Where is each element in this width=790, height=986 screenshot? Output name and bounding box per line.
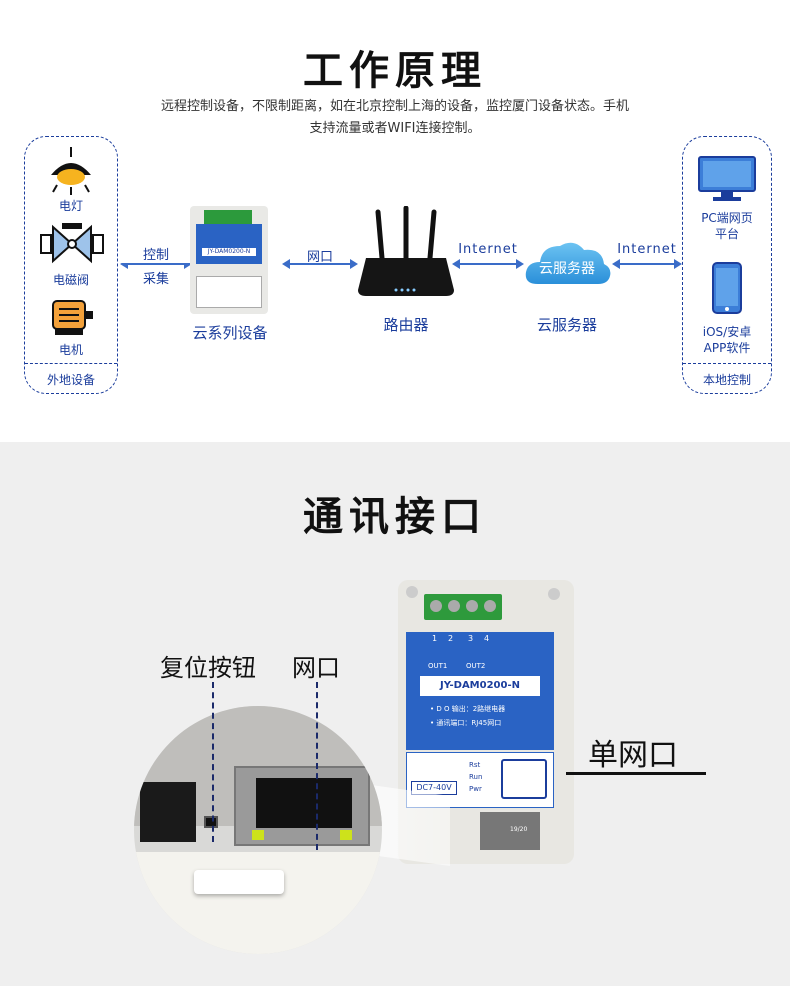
- device-label-panel: JY-DAM0200-N: [196, 224, 262, 264]
- reset-leader-line: [212, 682, 214, 842]
- arrow3-label: Internet: [458, 242, 518, 257]
- double-arrow-3: [452, 256, 524, 270]
- cloud-label: 云服务器: [536, 316, 597, 334]
- local-item-label-pc-2: 平台: [714, 227, 739, 241]
- terminal-number: 1: [432, 634, 438, 643]
- reset-button: [204, 816, 218, 828]
- rj45-port-icon: [501, 759, 547, 799]
- single-port-label: 单网口: [588, 738, 678, 773]
- local-item-label-app-2: APP软件: [703, 341, 751, 355]
- cloud-icon: 云服务器: [522, 234, 612, 290]
- device-label: 云系列设备: [192, 324, 268, 342]
- local-control-box: PC端网页 平台 iOS/安卓 APP软件 本地控制: [682, 136, 772, 394]
- terminal-number: 2: [448, 634, 454, 643]
- remote-devices-box: 电灯 电磁阀 电机 外地设备: [24, 136, 118, 394]
- reset-button-label: 复位按钮: [160, 654, 256, 682]
- remote-item-label-motor: 电机: [58, 343, 83, 357]
- divider: [25, 363, 117, 364]
- enclosure-front: [134, 852, 382, 954]
- remote-devices-footer: 外地设备: [46, 373, 95, 387]
- single-port-underline: [566, 772, 706, 775]
- arrow1-label-collect: 采集: [142, 272, 169, 287]
- out-label: OUT2: [466, 662, 486, 670]
- device-bottom-panel: [196, 276, 262, 308]
- cloud-inner-label: 云服务器: [539, 261, 595, 277]
- terminal-number: 3: [468, 634, 474, 643]
- terminal-number: 4: [484, 634, 490, 643]
- mount-hole: [548, 588, 560, 600]
- valve-icon: [39, 221, 105, 267]
- zoom-circle: [134, 706, 382, 954]
- double-arrow-2: [282, 256, 358, 270]
- arrow2-label: 网口: [306, 250, 333, 265]
- phone-icon: [711, 261, 743, 315]
- section-title-working-principle: 工作原理: [303, 48, 487, 94]
- remote-item-label-valve: 电磁阀: [52, 273, 89, 287]
- out-label: OUT1: [428, 662, 448, 670]
- led-label-rst: Rst: [469, 761, 481, 769]
- section-title-communication: 通讯接口: [303, 494, 487, 540]
- ethernet-jack: [234, 766, 370, 846]
- terminal-block: [204, 210, 252, 224]
- communication-interface-section: 通讯接口 1 2 3 4 OUT1 OUT2 JY-DAM0200-N • D …: [0, 442, 790, 986]
- working-principle-section: 工作原理 远程控制设备，不限制距离，如在北京控制上海的设备，监控厦门设备状态。手…: [0, 0, 790, 442]
- device-blue-panel: 1 2 3 4 OUT1 OUT2 JY-DAM0200-N • D O 输出：…: [406, 632, 554, 750]
- local-control-footer: 本地控制: [702, 373, 751, 387]
- device-model-badge: JY-DAM0200-N: [420, 676, 540, 696]
- router-label: 路由器: [383, 316, 429, 334]
- lamp-icon: [45, 147, 97, 197]
- device-spec-1: • D O 输出：2路继电器: [430, 705, 506, 713]
- mount-hole: [406, 586, 418, 598]
- description-line-2: 支持流量或者WIFI连接控制。: [309, 121, 481, 136]
- cloud-device-image: JY-DAM0200-N: [190, 206, 268, 314]
- led-label-pwr: Pwr: [469, 785, 482, 793]
- dc-jack: [140, 782, 196, 842]
- double-arrow-4: [612, 256, 682, 270]
- router-icon: [356, 205, 456, 298]
- motor-icon: [49, 297, 95, 339]
- arrow4-label: Internet: [617, 242, 677, 257]
- terminal-block: [424, 594, 502, 620]
- monitor-icon: [697, 155, 757, 203]
- device-model-text: JY-DAM0200-N: [202, 248, 256, 256]
- local-item-label-app-1: iOS/安卓: [702, 325, 752, 339]
- led-label-run: Run: [469, 773, 483, 781]
- rj45-port: 19/20: [480, 812, 540, 850]
- local-item-label-pc-1: PC端网页: [701, 211, 753, 225]
- arrow1-label-control: 控制: [120, 244, 192, 263]
- port-small-text: 19/20: [510, 826, 528, 833]
- ethernet-leader-line: [316, 682, 318, 850]
- divider: [683, 363, 771, 364]
- remote-item-label-lamp: 电灯: [58, 199, 83, 213]
- clip-tab: [194, 870, 284, 894]
- device-spec-2: • 通讯端口：RJ45网口: [430, 719, 502, 727]
- ethernet-port-label: 网口: [292, 654, 340, 682]
- description-line-1: 远程控制设备，不限制距离，如在北京控制上海的设备，监控厦门设备状态。手机: [160, 99, 629, 114]
